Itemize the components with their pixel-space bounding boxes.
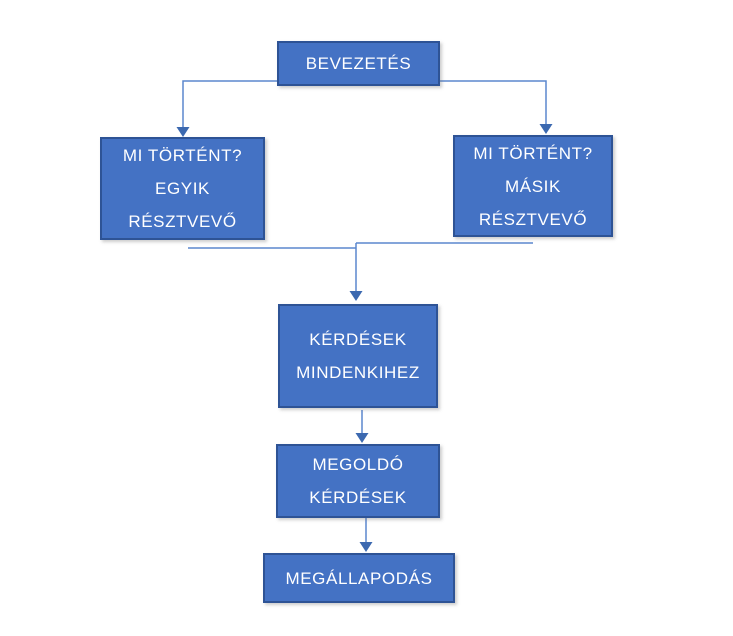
node-label: MEGOLDÓ (312, 455, 404, 474)
arrowhead-masik (539, 124, 553, 134)
arrowhead-kerdesek (349, 291, 363, 301)
node-label: BEVEZETÉS (305, 54, 412, 73)
node-label: MI TÖRTÉNT? (473, 143, 593, 163)
node-label: KÉRDÉSEK (309, 488, 407, 507)
node-megallapodas: MEGÁLLAPODÁS (263, 553, 455, 603)
node-label: MI TÖRTÉNT? (122, 146, 243, 165)
arrowhead-egyik (176, 127, 190, 137)
arrowhead-megallapodas (359, 542, 373, 552)
connector-bevezetes-masik (440, 80, 547, 125)
node-label: RÉSZTVEVŐ (478, 209, 588, 229)
arrowhead-megoldo (355, 433, 369, 443)
node-label: EGYIK (155, 179, 210, 198)
node-label: RÉSZTVEVŐ (128, 212, 237, 231)
node-kerdesek-mindenkihez: KÉRDÉSEK MINDENKIHEZ (278, 304, 438, 408)
node-bevezetes: BEVEZETÉS (277, 41, 440, 86)
node-egyik-resztvevo: MI TÖRTÉNT? EGYIK RÉSZTVEVŐ (100, 137, 265, 240)
node-masik-resztvevo: MI TÖRTÉNT? MÁSIK RÉSZTVEVŐ (453, 135, 613, 237)
node-label: MÁSIK (505, 176, 561, 196)
node-label: KÉRDÉSEK (309, 330, 407, 349)
node-megoldo-kerdesek: MEGOLDÓ KÉRDÉSEK (276, 444, 440, 518)
node-label: MEGÁLLAPODÁS (285, 568, 433, 588)
connector-bevezetes-egyik (182, 80, 277, 128)
node-label: MINDENKIHEZ (296, 363, 420, 382)
